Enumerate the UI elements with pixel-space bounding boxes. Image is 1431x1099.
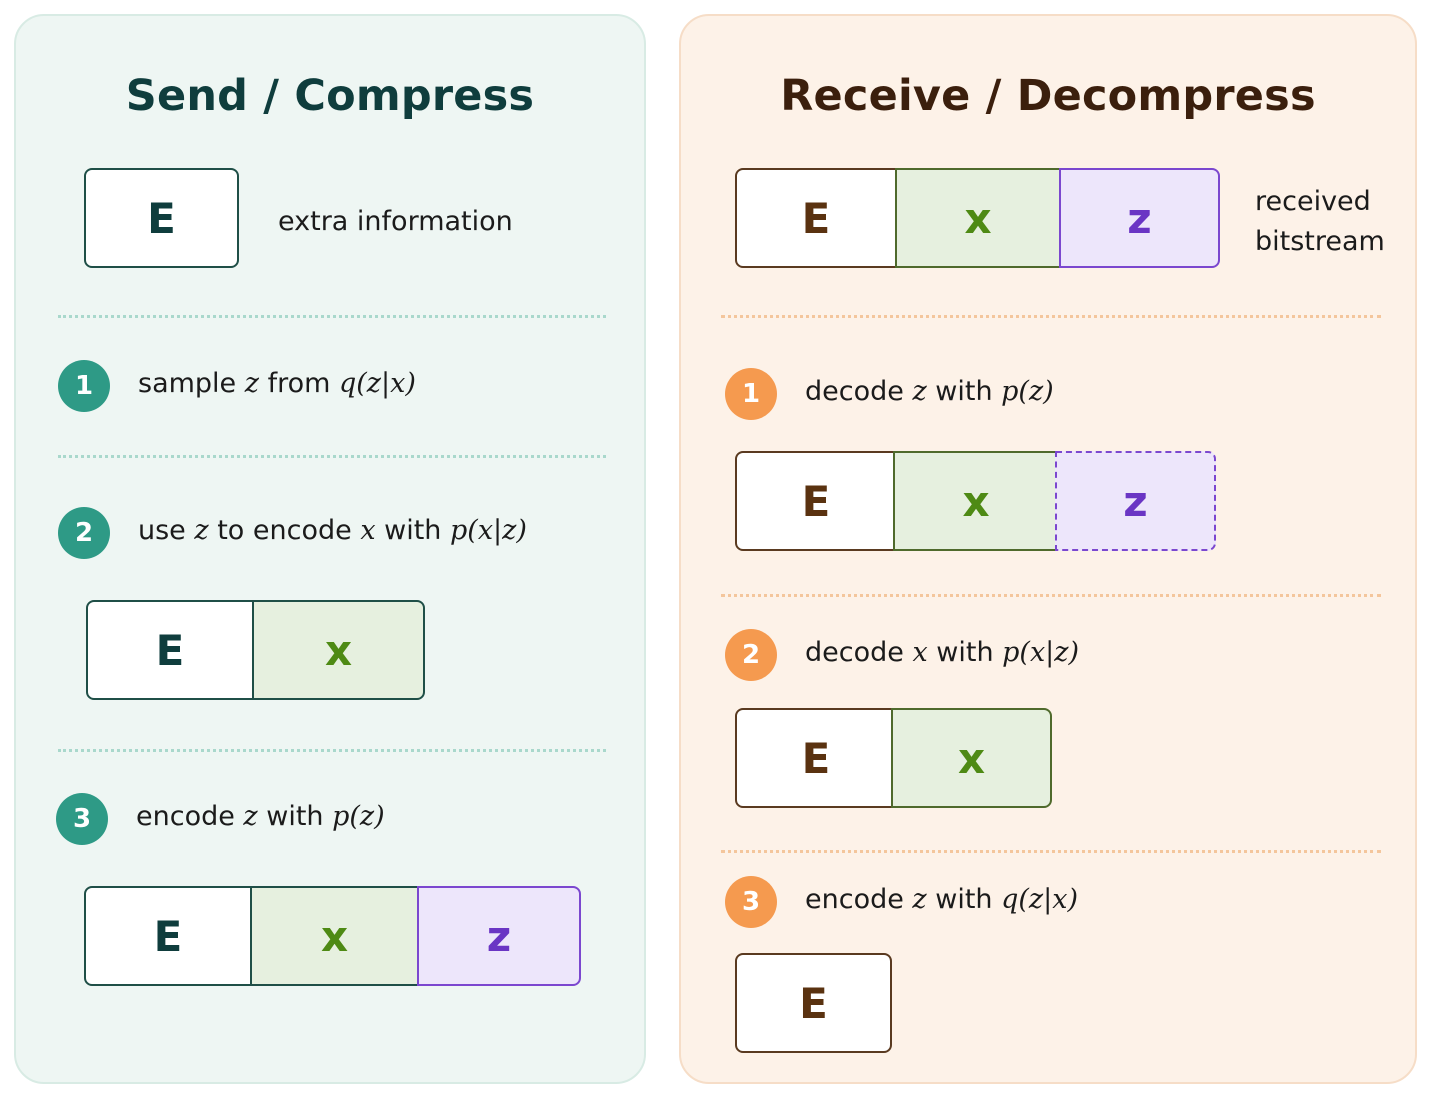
send-step-2-text: use z to encode x with p(x|z) xyxy=(138,515,527,546)
remaining-block-E: E xyxy=(735,953,892,1053)
bitstream-block-z: z xyxy=(417,886,581,986)
separator xyxy=(721,315,1381,318)
receive-step-2-text: decode x with p(x|z) xyxy=(805,637,1080,668)
send-step-3-text: encode z with p(z) xyxy=(136,801,385,832)
send-title: Send / Compress xyxy=(125,71,535,121)
bitstream-block-x: x xyxy=(250,886,419,986)
send-compress-panel: Send / Compress E extra information 1 sa… xyxy=(14,14,646,1084)
step-badge-2: 2 xyxy=(725,629,777,681)
bitstream-block-x: x xyxy=(252,600,425,700)
bitstream-block-E: E xyxy=(86,600,254,700)
send-step-1-text: sample z from q(z|x) xyxy=(138,368,416,399)
bitstream-block-x: x xyxy=(895,168,1061,268)
bitstream-block-E: E xyxy=(735,168,897,268)
receive-decompress-panel: Receive / Decompress E x z received bits… xyxy=(679,14,1417,1084)
extra-info-block-E: E xyxy=(84,168,239,268)
step-badge-3: 3 xyxy=(725,876,777,928)
separator xyxy=(58,455,606,458)
receive-step-3-text: encode z with q(z|x) xyxy=(805,884,1079,915)
receive-step-1-text: decode z with p(z) xyxy=(805,376,1054,407)
step-badge-1: 1 xyxy=(725,368,777,420)
step-badge-1: 1 xyxy=(58,360,110,412)
separator xyxy=(721,594,1381,597)
decoded-block-x-dashed: x xyxy=(891,708,1052,808)
received-bitstream-label: received bitstream xyxy=(1255,186,1385,257)
separator xyxy=(58,315,606,318)
bitstream-block-x: x xyxy=(893,451,1059,551)
bitstream-block-E: E xyxy=(735,708,897,808)
bitstream-block-E: E xyxy=(84,886,252,986)
receive-title: Receive / Decompress xyxy=(780,71,1316,121)
separator xyxy=(58,749,606,752)
bitstream-block-z: z xyxy=(1059,168,1220,268)
step-badge-2: 2 xyxy=(58,507,110,559)
decoded-block-z-dashed: z xyxy=(1055,451,1216,551)
separator xyxy=(721,850,1381,853)
step-badge-3: 3 xyxy=(56,793,108,845)
extra-info-label: extra information xyxy=(278,206,513,237)
bitstream-block-E: E xyxy=(735,451,897,551)
